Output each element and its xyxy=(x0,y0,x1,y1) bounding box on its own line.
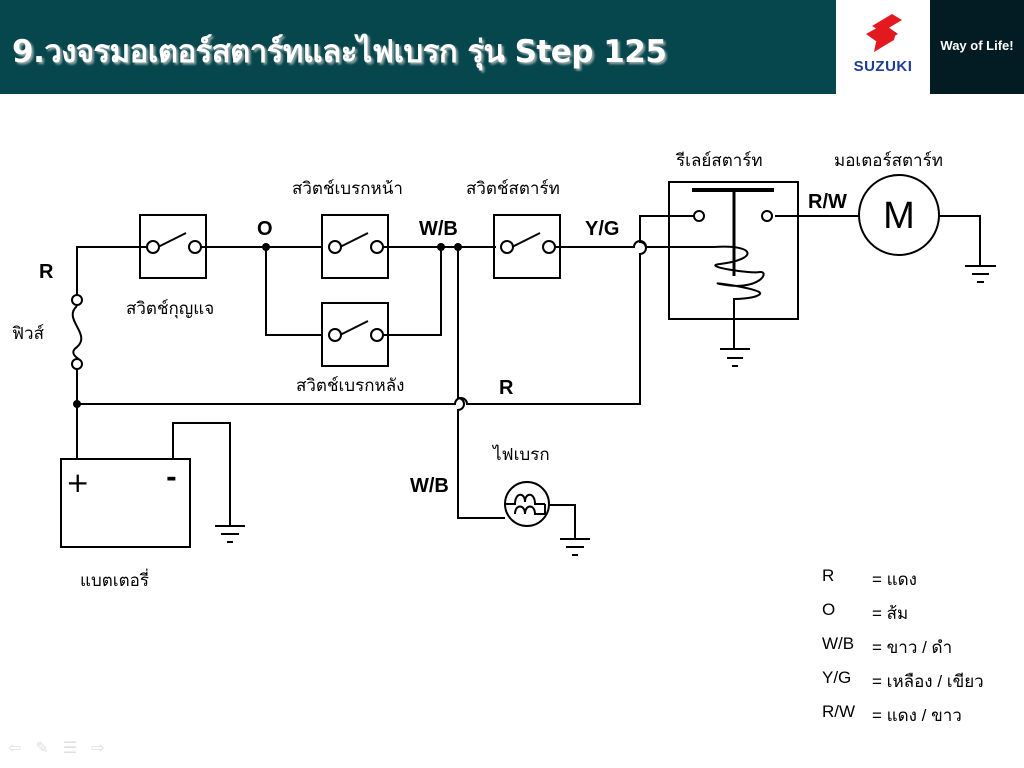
legend-row: W/B= ขาว / ดำ xyxy=(822,634,953,657)
fuse-symbol xyxy=(71,305,83,363)
starter-switch-label: สวิตช์สตาร์ท xyxy=(466,179,560,199)
legend-row: R= แดง xyxy=(822,566,917,589)
menu-icon[interactable]: ☰ xyxy=(62,738,78,757)
relay-coil xyxy=(713,245,765,349)
color-legend: R= แดง O= ส้ม W/B= ขาว / ดำ Y/G= เหลือง … xyxy=(822,566,984,736)
suzuki-s-icon xyxy=(866,14,902,52)
arrow-left-icon[interactable]: ⇦ xyxy=(8,738,22,757)
slide-nav: ⇦ ✎ ☰ ⇨ xyxy=(8,738,105,757)
slogan-box: Way of Life! xyxy=(930,0,1024,94)
circuit-diagram: สวิตช์กุญแจ ฟิวส์ สวิตช์เบรกหน้า สวิตช์เ… xyxy=(12,151,996,591)
starter-motor-label: มอเตอร์สตาร์ท xyxy=(834,151,943,171)
motor-symbol: M xyxy=(883,195,915,237)
wire-r-left xyxy=(76,246,153,299)
pen-icon[interactable]: ✎ xyxy=(35,738,49,757)
rear-brake-switch-label: สวิตช์เบรกหลัง xyxy=(296,376,404,396)
battery-label: แบตเตอรี่ xyxy=(80,568,149,591)
battery-box xyxy=(60,458,191,548)
key-switch-label: สวิตช์กุญแจ xyxy=(126,299,214,319)
wire-label-rw: R/W xyxy=(808,191,847,213)
front-brake-switch-label: สวิตช์เบรกหน้า xyxy=(292,179,403,199)
wire-wb-lamp xyxy=(457,247,505,519)
legend-row: R/W= แดง / ขาว xyxy=(822,702,962,725)
wire-label-r-bottom: R xyxy=(499,377,514,399)
arrow-right-icon[interactable]: ⇨ xyxy=(91,738,105,757)
wire-label-wb-lamp: W/B xyxy=(410,475,449,497)
wire-yg xyxy=(555,240,714,248)
battery-plus: + xyxy=(66,466,89,499)
wire-label-wb-top: W/B xyxy=(419,218,458,240)
brake-light-label: ไฟเบรก xyxy=(491,444,550,465)
slide-header: 9.วงจรมอเตอร์สตาร์ทและไฟเบรก รุ่น Step 1… xyxy=(0,0,1024,94)
suzuki-logo: SUZUKI xyxy=(836,0,930,94)
battery-minus: - xyxy=(166,463,177,493)
fuse-label: ฟิวส์ xyxy=(12,324,45,344)
legend-row: O= ส้ม xyxy=(822,600,909,623)
legend-row: Y/G= เหลือง / เขียว xyxy=(822,668,984,691)
slide-title: 9.วงจรมอเตอร์สตาร์ทและไฟเบรก รุ่น Step 1… xyxy=(12,34,667,70)
slogan: Way of Life! xyxy=(940,38,1014,53)
starter-relay-label: รีเลย์สตาร์ท xyxy=(675,151,762,171)
brand-name: SUZUKI xyxy=(853,58,913,75)
wire-label-r-left: R xyxy=(39,261,54,283)
wire-label-o: O xyxy=(257,218,273,240)
wire-label-yg: Y/G xyxy=(585,218,619,240)
